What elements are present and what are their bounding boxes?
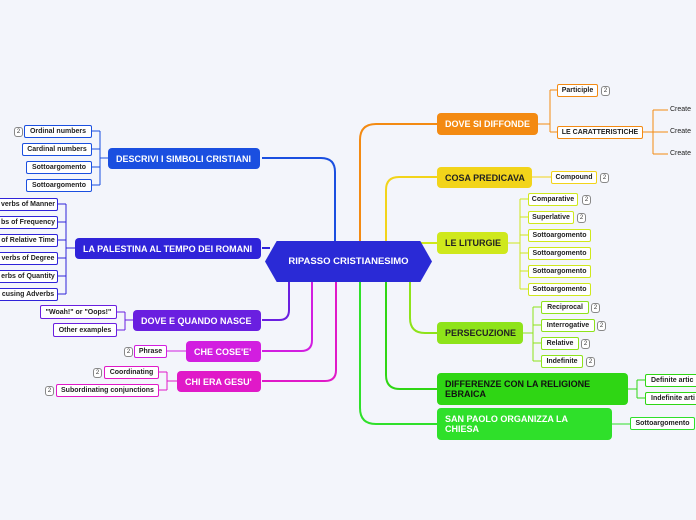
count-badge: 2 — [600, 173, 609, 183]
count-badge: 2 — [93, 368, 102, 378]
topic-dove-quando-nasce[interactable]: DOVE E QUANDO NASCE — [133, 310, 261, 331]
topic-le-liturgie[interactable]: LE LITURGIE — [437, 232, 508, 254]
count-badge: 2 — [582, 195, 591, 205]
subtopic[interactable]: of Relative Time — [0, 234, 58, 247]
subtopic[interactable]: verbs of Manner — [0, 198, 58, 211]
subtopic[interactable]: verbs of Degree — [0, 252, 58, 265]
subtopic[interactable]: Sottoargomento — [26, 161, 92, 174]
topic-persecuzione[interactable]: PERSECUZIONE — [437, 322, 523, 344]
subtopic[interactable]: Ordinal numbers — [24, 125, 92, 138]
topic-san-paolo-chiesa[interactable]: SAN PAOLO ORGANIZZA LA CHIESA — [437, 408, 612, 440]
subtopic[interactable]: Sottoargomento — [528, 247, 591, 260]
topic-differenze-religione-ebraica[interactable]: DIFFERENZE CON LA RELIGIONE EBRAICA — [437, 373, 628, 405]
leaf-text[interactable]: Create — [670, 128, 692, 135]
subtopic[interactable]: LE CARATTERISTICHE — [557, 126, 643, 139]
topic-chi-era-gesu[interactable]: CHI ERA GESU' — [177, 371, 261, 392]
topic-cosa-predicava[interactable]: COSA PREDICAVA — [437, 167, 532, 188]
subtopic[interactable]: Superlative — [528, 211, 574, 224]
count-badge: 2 — [45, 386, 54, 396]
subtopic[interactable]: Indefinite — [541, 355, 583, 368]
count-badge: 2 — [581, 339, 590, 349]
subtopic[interactable]: Sottoargomento — [528, 283, 591, 296]
subtopic[interactable]: Definite artic — [645, 374, 696, 387]
subtopic[interactable]: cusing Adverbs — [0, 288, 58, 301]
count-badge: 2 — [124, 347, 133, 357]
topic-che-cose[interactable]: CHE COSE'E' — [186, 341, 261, 362]
subtopic[interactable]: "Woah!" or "Oops!" — [40, 305, 117, 319]
count-badge: 2 — [586, 357, 595, 367]
subtopic[interactable]: bs of Frequency — [0, 216, 58, 229]
subtopic[interactable]: Cardinal numbers — [22, 143, 92, 156]
count-badge: 2 — [14, 127, 23, 137]
count-badge: 2 — [577, 213, 586, 223]
subtopic[interactable]: Sottoargomento — [630, 417, 695, 430]
subtopic[interactable]: Coordinating — [104, 366, 159, 379]
subtopic[interactable]: Compound — [551, 171, 597, 184]
topic-descrivi-simboli[interactable]: DESCRIVI I SIMBOLI CRISTIANI — [108, 148, 260, 169]
leaf-text[interactable]: Create — [670, 106, 692, 113]
count-badge: 2 — [591, 303, 600, 313]
count-badge: 2 — [601, 86, 610, 96]
subtopic[interactable]: Relative — [541, 337, 579, 350]
central-topic[interactable]: RIPASSO CRISTIANESIMO — [265, 241, 432, 282]
subtopic[interactable]: Other examples — [53, 323, 117, 337]
subtopic[interactable]: Phrase — [134, 345, 167, 358]
topic-palestina[interactable]: LA PALESTINA AL TEMPO DEI ROMANI — [75, 238, 261, 259]
subtopic[interactable]: Sottoargomento — [528, 229, 591, 242]
subtopic[interactable]: Participle — [557, 84, 598, 97]
subtopic[interactable]: Reciprocal — [541, 301, 589, 314]
topic-dove-si-diffonde[interactable]: DOVE SI DIFFONDE — [437, 113, 538, 135]
subtopic[interactable]: erbs of Quantity — [0, 270, 58, 283]
subtopic[interactable]: Indefinite arti — [645, 392, 696, 405]
count-badge: 2 — [597, 321, 606, 331]
leaf-text[interactable]: Create — [670, 150, 692, 157]
subtopic[interactable]: Subordinating conjunctions — [56, 384, 159, 397]
subtopic[interactable]: Comparative — [528, 193, 578, 206]
subtopic[interactable]: Sottoargomento — [26, 179, 92, 192]
subtopic[interactable]: Sottoargomento — [528, 265, 591, 278]
subtopic[interactable]: Interrogative — [541, 319, 595, 332]
